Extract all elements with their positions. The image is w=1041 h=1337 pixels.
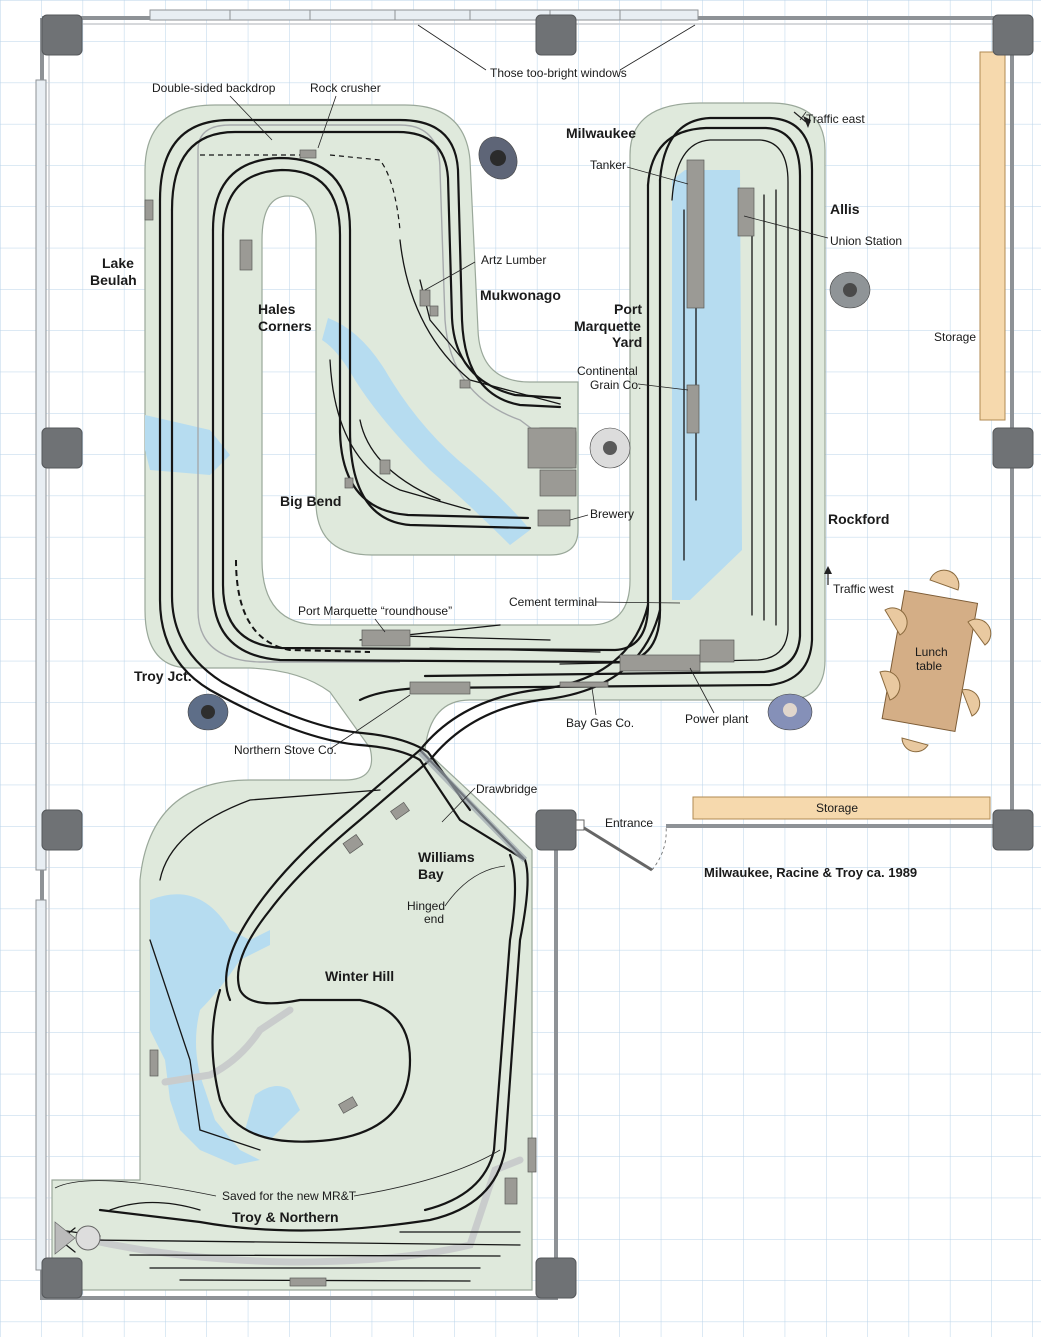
turntable [75,1225,101,1251]
brewery-building [527,427,577,469]
entrance-door [575,819,667,872]
windows [149,9,699,21]
label-windows: Those too-bright windows [490,66,627,80]
label-allis: Allis [830,201,860,217]
brewery [537,509,571,527]
structures [54,149,755,1287]
label-rock-crusher: Rock crusher [310,81,381,95]
tanker-ship [686,159,705,309]
operator-figure [589,427,631,469]
label-lunch-1: Lunch [915,645,948,659]
operator-figure [478,136,518,180]
label-lake-beulah-2: Beulah [90,272,137,288]
label-port-marquette-1: Port [614,301,642,317]
label-continental-1: Continental [577,364,638,378]
label-lunch-2: table [916,659,942,673]
storage-shelf-right [979,51,1006,421]
label-hinged-2: end [424,912,444,926]
labels: Those too-bright windows Double-sided ba… [90,66,976,1225]
label-williams-bay-1: Williams [418,849,475,865]
label-traffic-west: Traffic west [833,582,894,596]
label-hales-corners-1: Hales [258,301,296,317]
operator-figure [767,693,813,731]
operator-figure [829,271,871,309]
label-drawbridge: Drawbridge [476,782,538,796]
label-troy-jct: Troy Jct. [134,668,192,684]
label-cement-terminal: Cement terminal [509,595,597,609]
label-union-station: Union Station [830,234,902,248]
label-big-bend: Big Bend [280,493,341,509]
operator-figure [187,693,229,731]
room-walls [35,9,1014,1300]
label-mukwonago: Mukwonago [480,287,561,303]
label-rockford: Rockford [828,511,889,527]
water-features [145,170,742,1165]
benchwork [51,102,826,1291]
label-northern-stove: Northern Stove Co. [234,743,337,757]
label-entrance: Entrance [605,816,653,830]
roundhouse [361,629,411,647]
label-port-marquette-2: Marquette [574,318,641,334]
drawbridge [417,749,528,863]
label-traffic-east: Traffic east [806,112,865,126]
rock-crusher [299,149,317,159]
double-sided-backdrop [197,124,541,663]
northern-stove-co [409,681,471,695]
label-tanker: Tanker [590,158,626,172]
label-storage-right: Storage [934,330,976,344]
leader-lines [54,24,832,1197]
plan-title: Milwaukee, Racine & Troy ca. 1989 [704,865,917,880]
label-backdrop: Double-sided backdrop [152,81,276,95]
power-plant [619,654,701,672]
label-artz-lumber: Artz Lumber [481,253,546,267]
label-bay-gas: Bay Gas Co. [566,716,634,730]
bay-gas-co [559,681,609,688]
label-williams-bay-2: Bay [418,866,444,882]
label-hinged-1: Hinged [407,899,445,913]
label-saved-mrt: Saved for the new MR&T [222,1189,357,1203]
label-brewery: Brewery [590,507,634,521]
label-troy-northern: Troy & Northern [232,1209,339,1225]
label-winter-hill: Winter Hill [325,968,394,984]
label-roundhouse: Port Marquette “roundhouse” [298,604,452,618]
label-hales-corners-2: Corners [258,318,312,334]
roads [86,1006,524,1266]
label-lake-beulah-1: Lake [102,255,134,271]
label-continental-2: Grain Co. [590,378,641,392]
label-milwaukee: Milwaukee [566,125,636,141]
label-storage-bottom: Storage [816,801,858,815]
continental-grain-elevator [686,384,700,434]
label-power-plant: Power plant [685,712,749,726]
union-station [737,187,755,237]
track [59,116,814,1282]
operators [187,136,871,731]
lunch-table [879,569,992,753]
west-windows [35,79,47,871]
storage-shelf-bottom [692,796,991,820]
label-port-marquette-3: Yard [612,334,642,350]
